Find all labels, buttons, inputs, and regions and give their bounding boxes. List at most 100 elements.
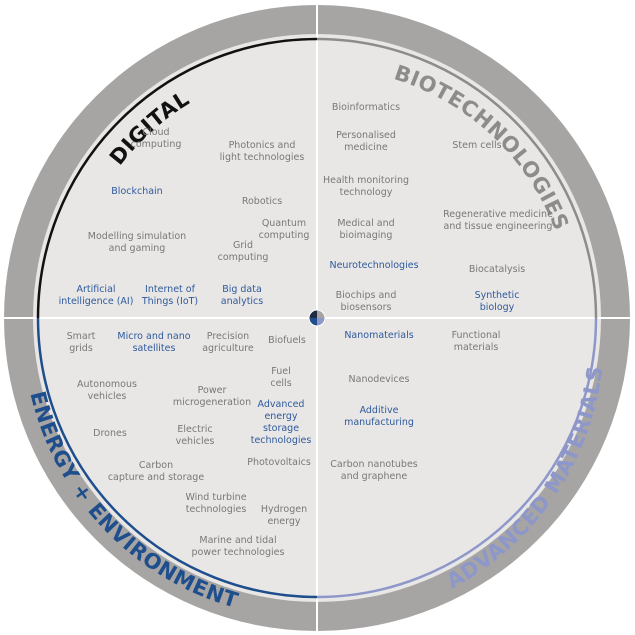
- quadrant-center-icon: [308, 309, 326, 327]
- technology-label-line: medicine: [344, 142, 388, 153]
- energy-environment-arc: [36, 317, 318, 599]
- technology-label-line: and tissue engineering: [444, 221, 553, 232]
- technology-label: Bioinformatics: [332, 102, 400, 113]
- technology-label-line: Artificial: [76, 284, 115, 295]
- technology-label: Biocatalysis: [469, 264, 525, 275]
- technology-label-line: agriculture: [202, 343, 254, 354]
- digital-arc: [36, 37, 318, 319]
- technology-label: Blockchain: [111, 186, 162, 197]
- technology-label-line: computing: [131, 139, 182, 150]
- technology-label-line: Neurotechnologies: [329, 260, 418, 271]
- technology-label-line: intelligence (AI): [59, 296, 134, 307]
- technology-label-line: grids: [69, 343, 93, 354]
- technology-label-line: Health monitoring: [323, 175, 409, 186]
- advanced-materials-arc: [316, 317, 598, 599]
- technology-label-line: energy: [264, 411, 297, 422]
- technology-label-line: satellites: [133, 343, 176, 354]
- technology-label-line: technology: [340, 187, 393, 198]
- technology-label-line: bioimaging: [340, 230, 393, 241]
- technology-label-line: storage: [263, 423, 299, 434]
- technology-label-line: analytics: [221, 296, 264, 307]
- technology-label-line: Stem cells: [452, 140, 501, 151]
- technology-label-line: light technologies: [220, 152, 305, 163]
- technology-label-line: computing: [218, 252, 269, 263]
- technology-label-line: Smart: [67, 331, 96, 342]
- technology-label-line: Grid: [233, 240, 253, 251]
- technology-label-line: Functional: [452, 330, 501, 341]
- technology-label-line: Personalised: [336, 130, 396, 141]
- biotechnologies-arc: [316, 37, 598, 319]
- technology-label: Nanodevices: [349, 374, 410, 385]
- technology-label-line: materials: [454, 342, 499, 353]
- technology-label-line: vehicles: [176, 436, 215, 447]
- technology-label-line: Carbon: [139, 460, 173, 471]
- technology-label-line: Blockchain: [111, 186, 162, 197]
- technology-label-line: vehicles: [88, 391, 127, 402]
- technology-label-line: Micro and nano: [117, 331, 190, 342]
- technology-label-line: technologies: [186, 504, 247, 515]
- technology-label-line: Medical and: [337, 218, 394, 229]
- technology-label-line: Modelling simulation: [88, 231, 186, 242]
- technology-label-line: Internet of: [145, 284, 196, 295]
- technology-label-line: Power: [198, 385, 227, 396]
- technology-label-line: Advanced: [258, 399, 305, 410]
- technology-label-line: and gaming: [109, 243, 166, 254]
- technology-label-line: biosensors: [341, 302, 392, 313]
- technology-label-line: Bioinformatics: [332, 102, 400, 113]
- technology-label-line: Biofuels: [268, 335, 306, 346]
- technology-label-line: Additive: [360, 405, 399, 416]
- technology-label-line: Electric: [177, 424, 212, 435]
- technology-label: Photovoltaics: [247, 457, 311, 468]
- technology-label-line: Nanodevices: [349, 374, 410, 385]
- technology-label-line: Marine and tidal: [199, 535, 276, 546]
- technology-label-line: Precision: [207, 331, 249, 342]
- technology-label: Drones: [93, 428, 127, 439]
- technology-label-line: Things (IoT): [141, 296, 198, 307]
- technology-label-line: Photovoltaics: [247, 457, 311, 468]
- technology-label-line: capture and storage: [108, 472, 205, 483]
- technology-label-line: Synthetic: [475, 290, 520, 301]
- technology-label-line: manufacturing: [344, 417, 414, 428]
- technology-label-line: Biochips and: [336, 290, 397, 301]
- technology-label-line: Regenerative medicine: [443, 209, 553, 220]
- technology-label-line: Autonomous: [77, 379, 137, 390]
- technology-label-line: Fuel: [271, 366, 290, 377]
- technology-label-line: Quantum: [262, 218, 306, 229]
- technology-label-line: Carbon nanotubes: [330, 459, 418, 470]
- technology-label-line: biology: [480, 302, 515, 313]
- technology-label-line: energy: [267, 516, 300, 527]
- technology-label: Nanomaterials: [344, 330, 413, 341]
- technology-label-line: power technologies: [192, 547, 285, 558]
- technology-label: Neurotechnologies: [329, 260, 418, 271]
- technology-label-line: Nanomaterials: [344, 330, 413, 341]
